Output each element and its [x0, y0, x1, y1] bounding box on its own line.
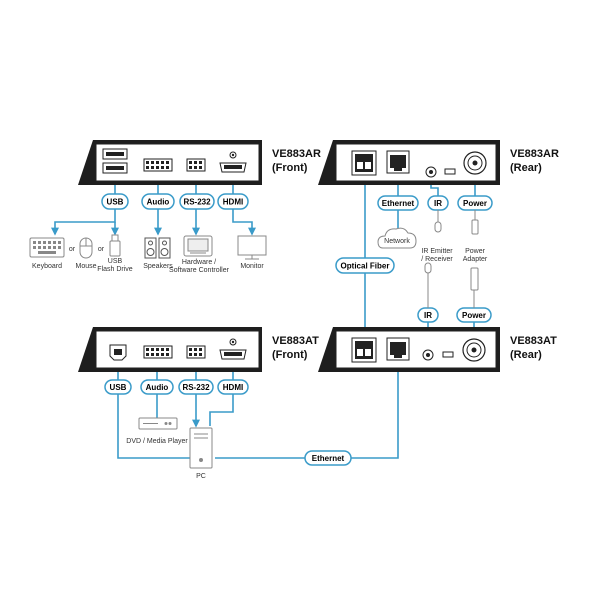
pill-usb-rx-text: USB — [107, 198, 124, 207]
pill-hdmi-tx: HDMI — [217, 379, 249, 395]
tx-rear-side: (Rear) — [510, 349, 542, 361]
network-cloud-icon — [377, 227, 417, 249]
speakers-icon — [144, 237, 171, 259]
pill-ethernet-tx-text: Ethernet — [312, 454, 345, 463]
pill-rs232-rx-text: RS-232 — [183, 198, 211, 207]
cable-usb-branch — [51, 209, 116, 236]
rx-front-side: (Front) — [272, 162, 308, 174]
rx-front-model: VE883AR — [272, 148, 321, 160]
pill-audio-rx: Audio — [141, 193, 175, 210]
caption-usb-flash-1: USB — [108, 258, 123, 265]
caption-mouse: Mouse — [75, 263, 96, 270]
keyboard-icon — [29, 237, 65, 258]
pill-ir-rx: IR — [427, 195, 449, 211]
pill-ir-tx: IR — [417, 307, 439, 323]
cables — [51, 180, 476, 459]
caption-dvd-player: DVD / Media Player — [126, 438, 188, 445]
cable-hdmi-pc — [209, 394, 234, 426]
rx-rear-side: (Rear) — [510, 162, 542, 174]
pill-hdmi-rx: HDMI — [217, 193, 249, 210]
pill-hdmi-rx-text: HDMI — [223, 198, 243, 207]
caption-hw-ctrl-1: Hardware / — [182, 259, 216, 266]
pill-optical-fiber: Optical Fiber — [335, 257, 395, 274]
pill-ir-rx-text: IR — [434, 199, 442, 208]
pill-rs232-tx: RS-232 — [178, 379, 214, 395]
dvd-player-icon — [138, 417, 178, 430]
caption-ir-emitter-1: IR Emitter — [421, 248, 453, 255]
pill-ethernet-rx: Ethernet — [377, 195, 419, 211]
pill-rs232-rx: RS-232 — [179, 193, 215, 210]
port-labels: USB Audio RS-232 HDMI Ethernet IR Power — [101, 193, 493, 466]
caption-keyboard: Keyboard — [32, 263, 62, 270]
caption-ir-emitter-2: / Receiver — [421, 256, 453, 263]
tx-front-model: VE883AT — [272, 335, 319, 347]
cable-eth-tx-pc — [215, 366, 399, 459]
pill-audio-rx-text: Audio — [147, 198, 170, 207]
pc-tower-icon — [189, 427, 213, 469]
rx-rear-model: VE883AR — [510, 148, 559, 160]
device-ve883ar-rear: VE883AR (Rear) — [318, 140, 559, 185]
monitor-icon — [237, 235, 267, 260]
cable-usb-pc — [117, 394, 190, 459]
pill-power-tx-text: Power — [462, 311, 486, 320]
pill-ir-tx-text: IR — [424, 311, 432, 320]
usb-flash-drive-icon — [109, 234, 121, 257]
pill-ethernet-rx-text: Ethernet — [382, 199, 415, 208]
caption-or-2: or — [98, 246, 105, 253]
controller-icon — [183, 235, 213, 257]
pill-hdmi-tx-text: HDMI — [223, 383, 243, 392]
caption-power-adapter-2: Adapter — [463, 256, 488, 263]
caption-or-1: or — [69, 246, 76, 253]
mouse-icon — [79, 237, 93, 259]
caption-pc: PC — [196, 473, 206, 480]
pill-power-rx-text: Power — [463, 199, 487, 208]
pill-ethernet-tx: Ethernet — [304, 450, 352, 466]
caption-power-adapter-1: Power — [465, 248, 486, 255]
ir-emitter-icon — [424, 210, 442, 308]
tx-rear-model: VE883AT — [510, 335, 557, 347]
pill-usb-tx-text: USB — [110, 383, 127, 392]
device-ve883at-rear: VE883AT (Rear) — [318, 327, 557, 372]
pill-power-tx: Power — [456, 307, 492, 323]
caption-speakers: Speakers — [143, 263, 173, 270]
pill-usb-rx: USB — [101, 193, 129, 210]
power-adapter-icon — [470, 210, 479, 308]
device-ve883ar-front: VE883AR (Front) — [78, 140, 321, 185]
pill-usb-tx: USB — [104, 379, 132, 395]
caption-network: Network — [384, 238, 410, 245]
pill-audio-tx-text: Audio — [146, 383, 169, 392]
cable-hdmi-monitor — [232, 209, 256, 236]
pill-power-rx: Power — [457, 195, 493, 211]
pill-audio-tx: Audio — [140, 379, 174, 395]
device-ve883at-front: VE883AT (Front) — [78, 327, 319, 372]
caption-usb-flash-2: Flash Drive — [97, 266, 133, 273]
caption-monitor: Monitor — [240, 263, 264, 270]
pill-rs232-tx-text: RS-232 — [182, 383, 210, 392]
tx-front-side: (Front) — [272, 349, 308, 361]
caption-hw-ctrl-2: Software Controller — [169, 267, 230, 274]
pill-optical-fiber-text: Optical Fiber — [341, 262, 390, 271]
